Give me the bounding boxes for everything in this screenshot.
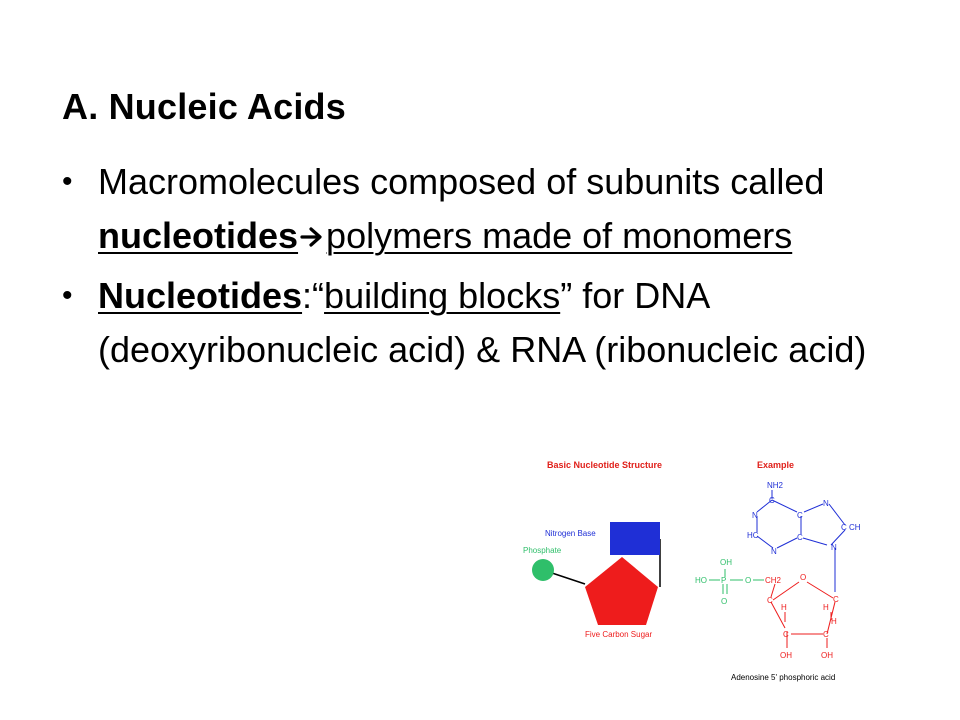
five-carbon-sugar-pentagon bbox=[585, 557, 658, 625]
bullet-1-text: Macromolecules composed of subunits call… bbox=[98, 161, 825, 202]
atom-oh: OH bbox=[821, 651, 833, 660]
diagram-left-title: Basic Nucleotide Structure bbox=[547, 460, 662, 470]
atom-c: C bbox=[833, 595, 839, 604]
atom-c: C bbox=[841, 523, 847, 532]
bullet-2: • Nucleotides:“building blocks” for DNA … bbox=[62, 269, 912, 377]
bullet-1: • Macromolecules composed of subunits ca… bbox=[62, 155, 912, 263]
bullet-dot-icon: • bbox=[62, 279, 73, 312]
diagram-right-title: Example bbox=[757, 460, 794, 470]
atom-c: C bbox=[823, 630, 829, 639]
slide-title: A. Nucleic Acids bbox=[62, 86, 346, 127]
nitrogen-base-square bbox=[610, 522, 660, 555]
atom-n: N bbox=[771, 547, 777, 556]
atom-n: N bbox=[752, 511, 758, 520]
term-nucleotides: nucleotides bbox=[98, 215, 299, 256]
building-blocks-phrase: building blocks bbox=[324, 275, 561, 316]
atom-ch2: CH2 bbox=[765, 576, 782, 585]
colon-quote: :“ bbox=[302, 275, 325, 316]
bullet-2-rest: ” for DNA (deoxyribonucleic acid) & RNA … bbox=[98, 275, 867, 370]
label-phosphate: Phosphate bbox=[523, 546, 562, 555]
atom-h: H bbox=[831, 617, 837, 626]
atom-c: C bbox=[783, 630, 789, 639]
term-nucleotides-definition: Nucleotides bbox=[98, 275, 303, 316]
atom-nh2: NH2 bbox=[767, 481, 784, 490]
atom-h: H bbox=[781, 603, 787, 612]
diagram-caption: Adenosine 5' phosphoric acid bbox=[731, 673, 835, 682]
label-five-carbon-sugar: Five Carbon Sugar bbox=[585, 630, 652, 639]
atom-n: N bbox=[823, 499, 829, 508]
atom-ho: HO bbox=[695, 576, 707, 585]
phosphate-circle bbox=[532, 559, 554, 581]
atom-oh: OH bbox=[720, 558, 732, 567]
atom-hc: HC bbox=[747, 531, 759, 540]
atom-o: O bbox=[745, 576, 751, 585]
atom-o: O bbox=[721, 597, 727, 606]
bullet-list: • Macromolecules composed of subunits ca… bbox=[62, 155, 912, 383]
atom-h: H bbox=[823, 603, 829, 612]
right-arrow-icon bbox=[300, 209, 324, 263]
atom-ch: CH bbox=[849, 523, 861, 532]
nucleotide-diagram: Basic Nucleotide Structure Example Nitro… bbox=[523, 460, 861, 682]
polymers-phrase: polymers made of monomers bbox=[326, 215, 793, 256]
basic-structure: Nitrogen Base Phosphate Five Carbon Suga… bbox=[523, 522, 661, 639]
atom-oh: OH bbox=[780, 651, 792, 660]
atom-p: P bbox=[721, 576, 726, 585]
atom-c: C bbox=[797, 533, 803, 542]
atom-o: O bbox=[800, 573, 806, 582]
atom-n: N bbox=[831, 543, 837, 552]
atom-c: C bbox=[767, 596, 773, 605]
label-nitrogen-base: Nitrogen Base bbox=[545, 529, 596, 538]
atom-c: C bbox=[797, 511, 803, 520]
bullet-dot-icon: • bbox=[62, 165, 73, 198]
atom-c: C bbox=[769, 496, 775, 505]
adenosine-structure: NH2 C N C N HC C C CH N N OH HO P O O CH… bbox=[695, 481, 861, 682]
